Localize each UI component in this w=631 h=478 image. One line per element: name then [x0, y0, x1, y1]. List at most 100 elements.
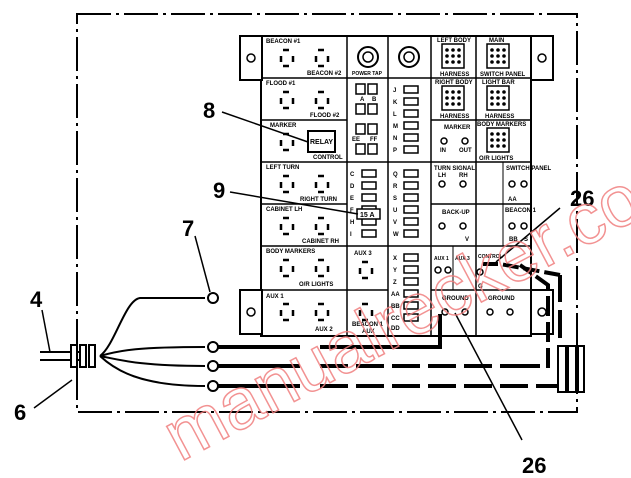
fuse-letter: H	[350, 220, 354, 226]
fuse-letter: E	[350, 196, 354, 202]
leader-lines	[33, 111, 561, 441]
label-flood2: FLOOD #2	[310, 113, 340, 119]
label-switch-panel: SWITCH PANEL	[480, 72, 526, 78]
marker-studs	[440, 137, 469, 145]
fuse-letter: DD	[391, 326, 400, 332]
label-relay: RELAY	[310, 139, 333, 146]
label-ground2: GROUND	[488, 296, 515, 302]
fuse-panel	[239, 35, 554, 337]
fuse-letter: F	[350, 208, 354, 214]
fuse-letter: Q	[393, 172, 398, 178]
label-light-bar: LIGHT BAR	[482, 80, 515, 86]
label-aux3: AUX 3	[354, 251, 372, 257]
fuse-letter: U	[393, 208, 397, 214]
callout-26-bottom: 26	[522, 453, 546, 478]
label-cabinet-lh: CABINET LH	[266, 207, 302, 213]
label-body-markers: BODY MARKERS	[266, 249, 315, 255]
term-letter: BB	[509, 237, 518, 243]
cable-harness	[40, 262, 585, 393]
label-harness2: HARNESS	[440, 114, 469, 120]
label-ground: GROUND	[442, 296, 469, 302]
aux-studs	[434, 266, 484, 276]
callout-7: 7	[182, 216, 194, 241]
mount-hole	[537, 53, 547, 63]
fuse-letter: X	[393, 256, 397, 262]
fuse-letter: BB	[391, 304, 400, 310]
mount-hole	[537, 307, 547, 317]
label-control: CONTROL	[313, 155, 343, 161]
label-aux3b: AUX 3	[455, 256, 470, 262]
term-letter: S	[524, 237, 528, 243]
label-out: OUT	[459, 148, 472, 154]
fuse-letter: R	[393, 184, 398, 190]
label-power-tap: POWER TAP	[352, 71, 383, 77]
label-left-body: LEFT BODY	[437, 38, 471, 44]
fuse-letter: Z	[393, 280, 397, 286]
turn-studs	[438, 180, 528, 188]
label-body-markers2: BODY MARKERS	[477, 122, 526, 128]
label-flood1: FLOOD #1	[266, 81, 296, 87]
power-tap-studs	[357, 46, 420, 68]
label-aux2: AUX 2	[315, 327, 333, 333]
label-cabinet-rh: CABINET RH	[302, 239, 339, 245]
label-marker: MARKER	[270, 123, 297, 129]
fuse-letter: K	[393, 100, 398, 106]
panel-body	[260, 35, 532, 337]
label-switch-panel2: SWITCH PANEL	[506, 166, 552, 172]
label-aux-word: AUX	[362, 329, 375, 335]
enclosure-outline	[76, 13, 578, 413]
callout-8: 8	[203, 98, 215, 123]
label-main: MAIN	[489, 38, 504, 44]
fuse-letter: CC	[391, 316, 400, 322]
label-left-turn: LEFT TURN	[266, 165, 299, 171]
term-letter: A	[360, 97, 365, 103]
label-or-lights2: O/R LIGHTS	[479, 156, 513, 162]
label-beacon2: BEACON #2	[307, 71, 342, 77]
label-beacon1b: BEACON 1	[505, 208, 537, 214]
fuse-15a-label: 15 A	[360, 212, 375, 219]
mount-hole	[246, 53, 256, 63]
fuse-column-2	[403, 85, 419, 322]
fuse-letter: V	[393, 220, 397, 226]
fuse-letter: J	[393, 88, 396, 94]
label-rh: RH	[459, 173, 468, 179]
label-beacon1: BEACON #1	[266, 39, 301, 45]
mount-hole	[246, 307, 256, 317]
callout-26-top: 26	[570, 186, 594, 211]
callout-6: 6	[14, 400, 26, 425]
label-beacon1-aux: BEACON 1	[352, 322, 384, 328]
fuse-letter: P	[393, 148, 397, 154]
fuse-letter: M	[393, 124, 398, 130]
label-marker2: MARKER	[444, 125, 471, 131]
fuse-letter: AA	[391, 292, 400, 298]
label-in: IN	[440, 148, 446, 154]
fuse-letter: D	[350, 184, 355, 190]
fuse-letter: L	[393, 112, 397, 118]
backup-studs	[438, 222, 528, 230]
label-back-up: BACK-UP	[442, 210, 470, 216]
term-letter: B	[372, 97, 377, 103]
label-harness: HARNESS	[440, 72, 469, 78]
term-letter: V	[465, 237, 469, 243]
label-lh: LH	[438, 173, 446, 179]
callout-9: 9	[213, 178, 225, 203]
term-letter: G	[478, 284, 483, 290]
term-letter: FF	[370, 137, 378, 143]
label-control2: CONTROL	[478, 254, 503, 260]
label-turn-signal: TURN SIGNAL	[434, 166, 475, 172]
label-aux1: AUX 1	[266, 294, 284, 300]
label-aux1b: AUX 1	[434, 256, 449, 262]
fuse-letter: N	[393, 136, 397, 142]
label-right-turn: RIGHT TURN	[300, 197, 337, 203]
ground-studs	[441, 308, 514, 316]
term-letter: EE	[352, 137, 360, 143]
fuse-letter: Y	[393, 268, 397, 274]
fuse-letter: C	[350, 172, 355, 178]
term-letter: AA	[508, 197, 517, 203]
fuse-letter: S	[393, 196, 397, 202]
label-or-lights: O/R LIGHTS	[299, 282, 333, 288]
fuse-letter: W	[393, 232, 399, 238]
label-harness3: HARNESS	[485, 114, 514, 120]
